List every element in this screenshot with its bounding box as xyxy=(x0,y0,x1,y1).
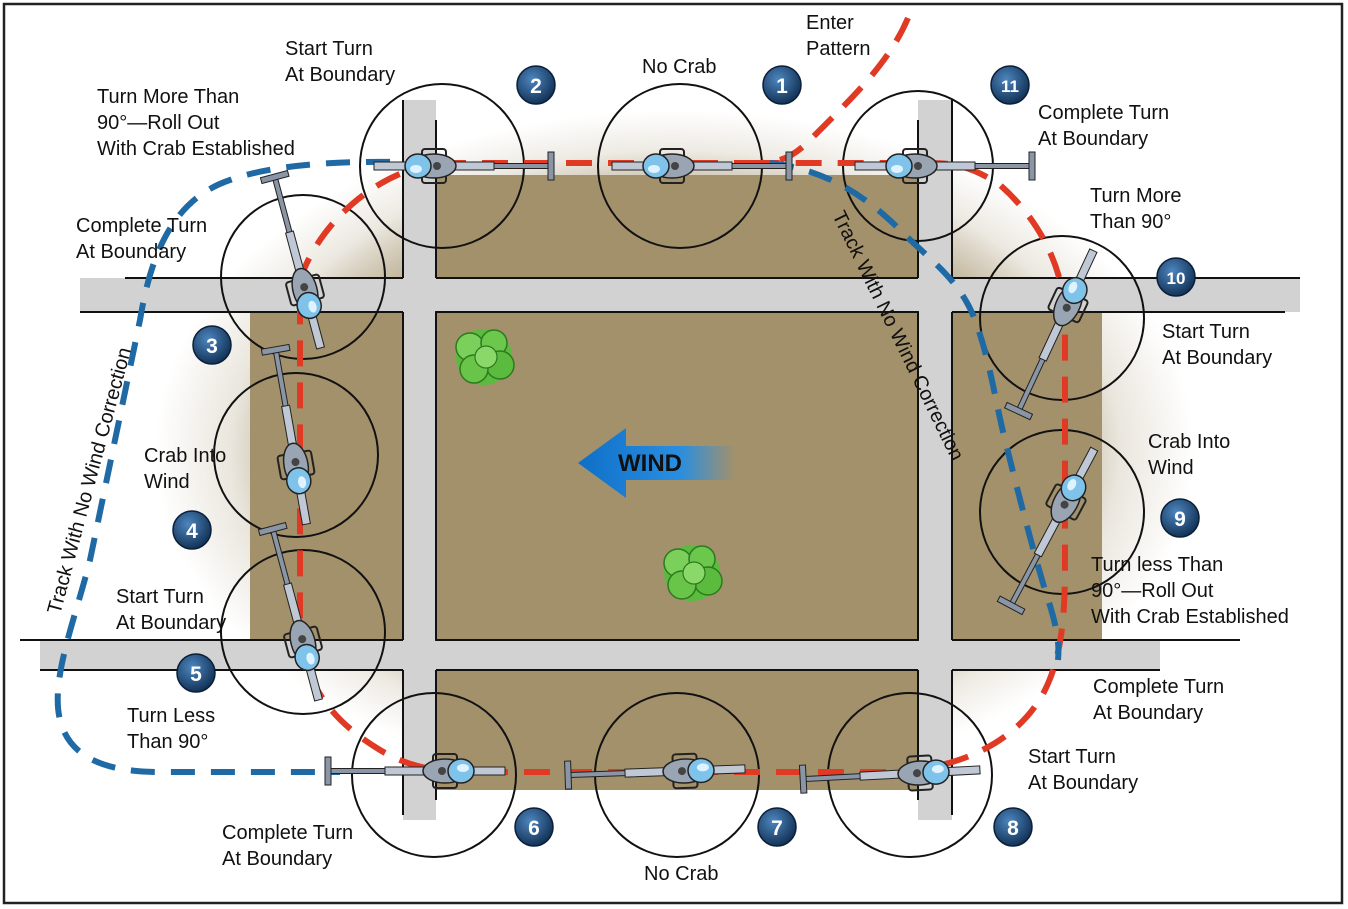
badge-8: 8 xyxy=(993,807,1033,847)
label-turn-less-9-2: 90°—Roll Out xyxy=(1091,580,1214,602)
label-turn-more-3-1: Turn More Than xyxy=(97,86,239,108)
badge-10: 10 xyxy=(1156,257,1196,297)
wind-arrow: WIND xyxy=(578,428,735,498)
svg-text:10: 10 xyxy=(1167,269,1186,288)
label-complete-turn-11-2: At Boundary xyxy=(1038,128,1148,150)
label-no-crab-top: No Crab xyxy=(642,56,716,78)
label-turn-more-10-1: Turn More xyxy=(1090,185,1182,207)
label-start-turn-8-1: Start Turn xyxy=(1028,746,1116,768)
badge-9: 9 xyxy=(1160,498,1200,538)
badge-1: 1 xyxy=(762,65,802,105)
badge-7: 7 xyxy=(757,807,797,847)
no-wind-track xyxy=(54,158,1062,775)
svg-text:4: 4 xyxy=(186,520,198,543)
label-start-turn-10-1: Start Turn xyxy=(1162,321,1250,343)
svg-text:3: 3 xyxy=(206,335,218,358)
label-turn-less-5-2: Than 90° xyxy=(127,731,208,753)
label-crab-into-wind-4-2: Wind xyxy=(144,471,190,493)
bush-top xyxy=(455,328,515,386)
label-start-turn-5-2: At Boundary xyxy=(116,612,226,634)
label-complete-turn-3-1: Complete Turn xyxy=(76,215,207,237)
label-start-turn-5-1: Start Turn xyxy=(116,586,204,608)
svg-text:1: 1 xyxy=(776,75,788,98)
label-complete-turn-11-1: Complete Turn xyxy=(1038,102,1169,124)
label-start-turn-8-2: At Boundary xyxy=(1028,772,1138,794)
label-enter-pattern-1: Enter xyxy=(806,12,854,34)
badge-3: 3 xyxy=(192,325,232,365)
label-complete-turn-6-2: At Boundary xyxy=(222,848,332,870)
label-turn-more-3-3: With Crab Established xyxy=(97,138,295,160)
svg-text:6: 6 xyxy=(528,817,540,840)
roads xyxy=(40,100,1300,820)
badge-6: 6 xyxy=(514,807,554,847)
badge-5: 5 xyxy=(176,653,216,693)
svg-text:8: 8 xyxy=(1007,817,1019,840)
label-turn-more-3-2: 90°—Roll Out xyxy=(97,112,220,134)
svg-text:5: 5 xyxy=(190,663,202,686)
label-start-turn-10-2: At Boundary xyxy=(1162,347,1272,369)
svg-text:7: 7 xyxy=(771,817,783,840)
svg-text:9: 9 xyxy=(1174,508,1186,531)
badge-2: 2 xyxy=(516,65,556,105)
label-turn-less-9-3: With Crab Established xyxy=(1091,606,1289,628)
badge-4: 4 xyxy=(172,510,212,550)
wind-label: WIND xyxy=(618,450,682,477)
label-crab-into-wind-4-1: Crab Into xyxy=(144,445,226,467)
label-turn-less-9-1: Turn less Than xyxy=(1091,554,1223,576)
field-left xyxy=(250,312,403,640)
svg-text:11: 11 xyxy=(1001,77,1019,96)
position-badges: 1 2 3 4 5 6 7 8 9 10 11 xyxy=(172,65,1200,847)
badge-11: 11 xyxy=(990,65,1030,105)
label-complete-turn-6-1: Complete Turn xyxy=(222,822,353,844)
label-crab-into-wind-9-1: Crab Into xyxy=(1148,431,1230,453)
label-turn-less-5-1: Turn Less xyxy=(127,705,215,727)
annotation-labels: Enter Pattern No Crab Start Turn At Boun… xyxy=(76,12,1289,885)
label-complete-turn-9-1: Complete Turn xyxy=(1093,676,1224,698)
field-top xyxy=(436,175,918,278)
road-edges xyxy=(20,100,1300,815)
label-enter-pattern-2: Pattern xyxy=(806,38,870,60)
label-no-crab-bottom: No Crab xyxy=(644,863,718,885)
label-complete-turn-9-2: At Boundary xyxy=(1093,702,1203,724)
label-crab-into-wind-9-2: Wind xyxy=(1148,457,1194,479)
label-turn-more-10-2: Than 90° xyxy=(1090,211,1171,233)
svg-text:2: 2 xyxy=(530,75,542,98)
label-start-turn-2-2: At Boundary xyxy=(285,64,395,86)
label-start-turn-2-1: Start Turn xyxy=(285,38,373,60)
label-complete-turn-3-2: At Boundary xyxy=(76,241,186,263)
bush-bottom xyxy=(663,544,723,602)
